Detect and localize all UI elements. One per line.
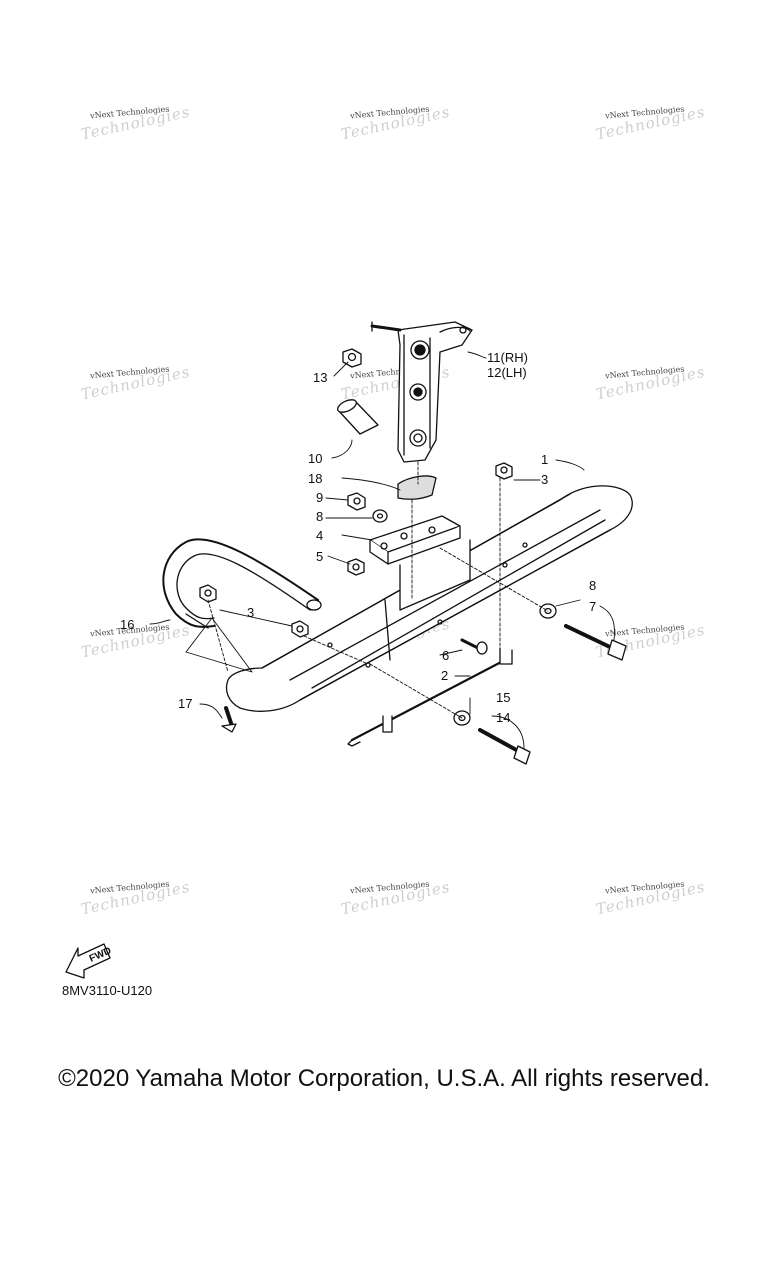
callout-10: 10	[308, 451, 323, 466]
diagram-code: 8MV3110-U120	[62, 983, 153, 998]
callout-1: 1	[541, 452, 549, 467]
handle-16	[162, 538, 322, 629]
spindle-arm	[370, 321, 473, 463]
collar-10	[337, 399, 379, 435]
callout-3b: 3	[247, 605, 255, 620]
nut-3b	[199, 584, 217, 603]
washer-8a	[372, 509, 388, 523]
callout-6: 6	[442, 648, 450, 663]
damper-18	[397, 475, 437, 500]
bolt-7	[564, 624, 627, 661]
screw-17	[221, 706, 237, 733]
washer-3c	[291, 620, 309, 638]
callout-8a: 8	[316, 509, 324, 524]
copyright-notice: ©2020 Yamaha Motor Corporation, U.S.A. A…	[58, 1065, 710, 1092]
callout-7: 7	[589, 599, 597, 614]
callout-14: 14	[496, 710, 511, 725]
nut-9	[347, 492, 366, 511]
bolt-14	[478, 728, 531, 765]
leader-lines	[149, 351, 615, 749]
callout-4: 4	[316, 528, 324, 543]
callout-12: 12(LH)	[487, 365, 527, 380]
callout-16: 16	[120, 617, 135, 632]
callout-15: 15	[496, 690, 511, 705]
nut-5	[347, 558, 365, 576]
callout-3a: 3	[541, 472, 549, 487]
ski-body	[225, 485, 633, 712]
callout-18: 18	[308, 471, 323, 486]
callout-13: 13	[313, 370, 328, 385]
callout-17: 17	[178, 696, 193, 711]
carbide-2	[347, 647, 513, 747]
callout-5: 5	[316, 549, 324, 564]
callout-11: 11(RH)	[487, 350, 528, 365]
bolt-6	[460, 638, 488, 655]
callout-2: 2	[441, 668, 449, 683]
fwd-arrow-icon	[65, 943, 111, 979]
callout-8b: 8	[589, 578, 597, 593]
callout-9: 9	[316, 490, 324, 505]
nut-3a	[495, 462, 513, 480]
